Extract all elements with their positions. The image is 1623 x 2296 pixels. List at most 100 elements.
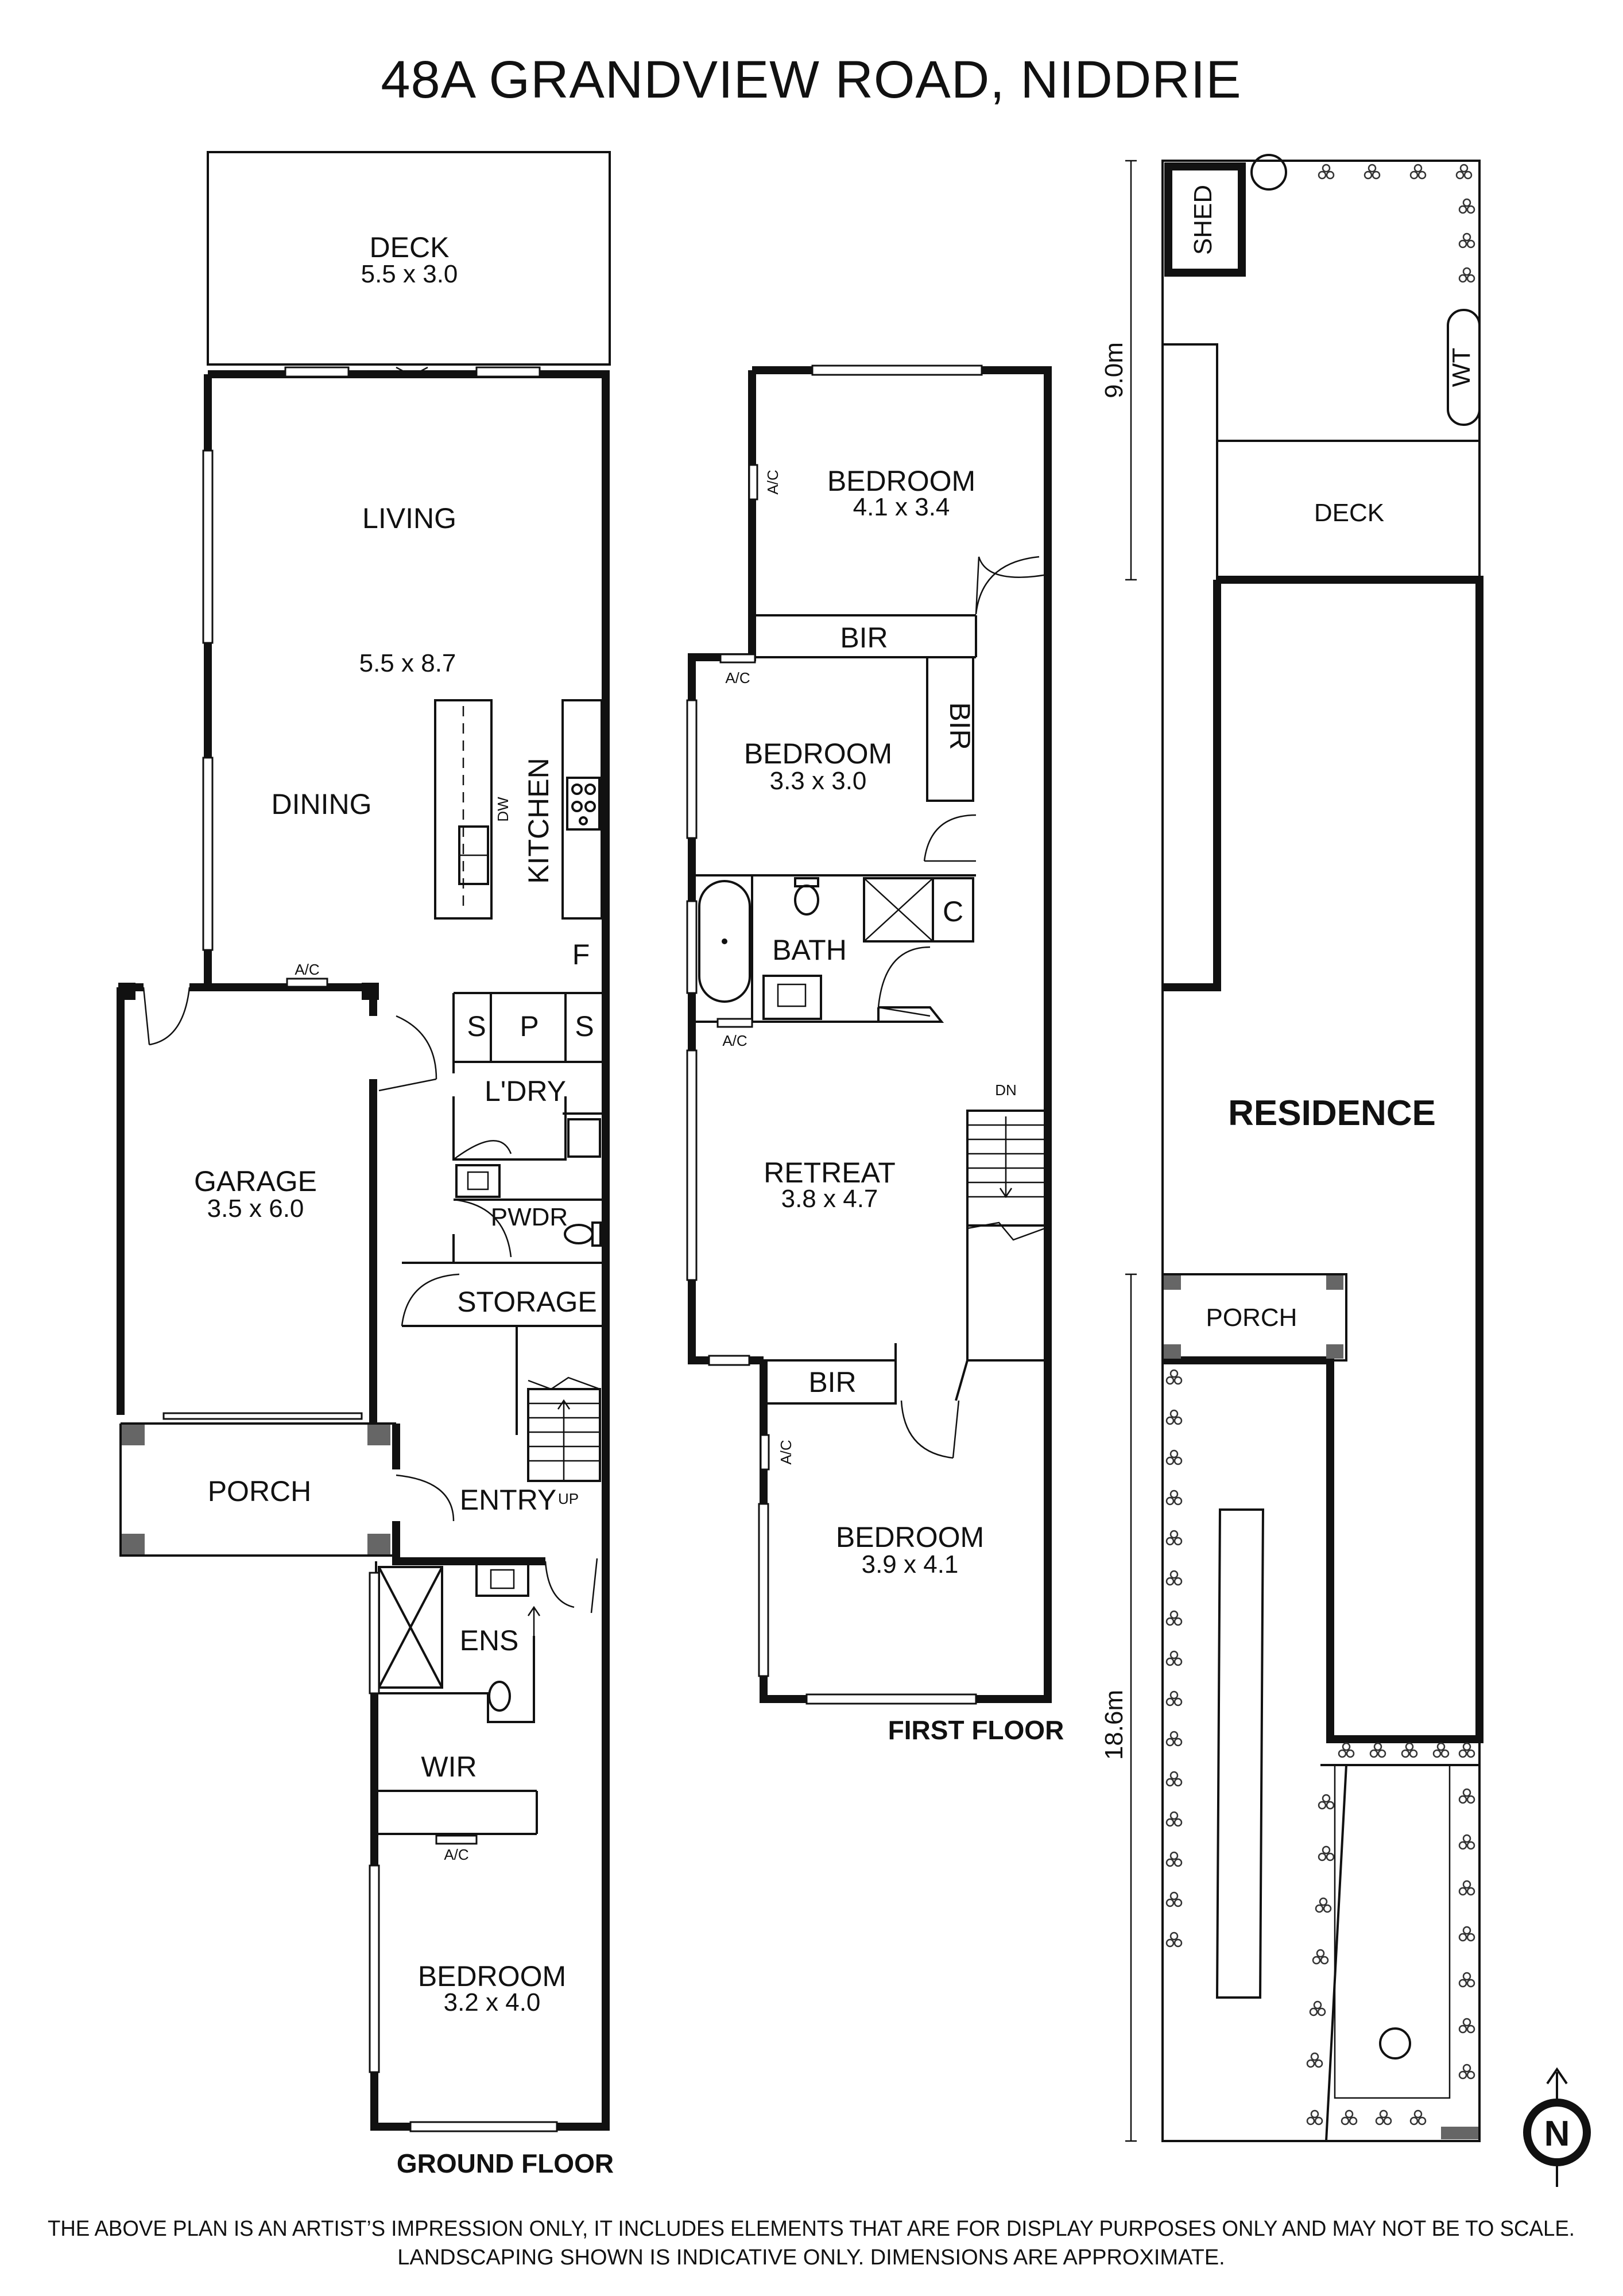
living-label: LIVING	[362, 502, 456, 534]
cooktop-burner-2	[584, 784, 596, 795]
retreat-label: RETREAT	[764, 1157, 896, 1189]
powder-door-swing	[453, 1199, 512, 1258]
retreat-window	[686, 1049, 698, 1281]
site-porch-post-1	[1164, 1275, 1181, 1290]
pantry-s-left: S	[467, 1010, 486, 1042]
entry-label: ENTRY	[460, 1484, 557, 1516]
front-door-swing	[590, 1558, 598, 1614]
powder-label: PWDR	[491, 1203, 568, 1231]
ground-floor-outer-wall	[204, 370, 610, 2131]
ground-floor-label: GROUND FLOOR	[397, 2148, 614, 2178]
lot-boundary	[1161, 160, 1481, 2142]
dim-bottom-label: 18.6m	[1100, 1690, 1128, 1760]
plan-title: 48A GRANDVIEW ROAD, NIDDRIE	[381, 51, 1241, 109]
ac-bed3-label: A/C	[777, 1440, 795, 1464]
north-arrow-icon	[1523, 2067, 1591, 2187]
bir2-box	[926, 656, 974, 802]
cooktop-burner-5	[579, 816, 588, 825]
ac-bed2	[719, 653, 756, 664]
pantry-p: P	[520, 1010, 539, 1042]
backyard-lines	[1163, 343, 1479, 580]
porch-post-4	[367, 1534, 390, 1554]
ground-bedroom-window-south	[409, 2121, 558, 2132]
bath-label: BATH	[772, 934, 847, 966]
ac-unit-living	[286, 978, 328, 988]
bir2-label: BIR	[944, 702, 976, 750]
stairs-down-label: DN	[995, 1081, 1017, 1099]
ensuite-toilet	[488, 1681, 511, 1712]
north-label: N	[1544, 2114, 1570, 2154]
storage-walls	[402, 1262, 606, 1435]
living-dims: 5.5 x 8.7	[359, 649, 456, 677]
deck-label: DECK	[370, 231, 450, 263]
ac-bath-label: A/C	[722, 1032, 747, 1049]
dishwasher-label: DW	[494, 797, 512, 822]
site-porch-post-4	[1326, 1344, 1343, 1359]
bed3-window	[758, 1503, 769, 1677]
entry-wall	[392, 1424, 545, 1565]
garage-side-door	[142, 987, 191, 1046]
deck-dims: 5.5 x 3.0	[361, 260, 458, 288]
cooktop-burner-4	[584, 801, 596, 812]
ensuite-vanity	[475, 1563, 529, 1597]
dining-label: DINING	[272, 788, 372, 820]
residence-label: RESIDENCE	[1228, 1093, 1436, 1133]
bed1-window	[811, 364, 983, 376]
ac-bed2-label: A/C	[725, 669, 750, 687]
disclaimer-line-2: LANDSCAPING SHOWN IS INDICATIVE ONLY. DI…	[397, 2245, 1225, 2270]
bath-toilet	[794, 885, 819, 916]
kitchen-bench	[561, 699, 603, 920]
bed3-dims: 3.9 x 4.1	[862, 1550, 959, 1578]
fridge-label: F	[572, 938, 590, 971]
cooktop-burner-1	[571, 784, 583, 795]
porch-post-3	[367, 1425, 390, 1445]
bed2-label: BEDROOM	[744, 738, 892, 770]
driveway-strip	[1215, 1508, 1265, 1999]
pantry-s-right: S	[575, 1010, 594, 1042]
porch-post-1	[122, 1425, 145, 1445]
dimension-line-bottom	[1125, 1273, 1137, 2142]
retreat-dims: 3.8 x 4.7	[781, 1185, 878, 1213]
laundry-door-swing	[453, 1140, 512, 1161]
ground-bedroom-window-side	[369, 1864, 380, 2073]
bath-cistern	[794, 877, 819, 887]
laundry-label: L'DRY	[485, 1075, 566, 1107]
site-porch	[1161, 1273, 1347, 1362]
kitchen-label: KITCHEN	[522, 758, 555, 883]
bath-door	[877, 946, 931, 1017]
shrubs-north	[1318, 164, 1475, 283]
powder-vanity	[455, 1164, 501, 1198]
front-corner-post	[1441, 2127, 1478, 2139]
porch-label: PORCH	[208, 1475, 312, 1507]
stairs-up	[527, 1376, 601, 1482]
stairs-up-label: UP	[558, 1490, 579, 1507]
ensuite-door	[544, 1561, 575, 1608]
powder-cistern	[591, 1221, 602, 1247]
garage-door	[162, 1412, 363, 1420]
site-deck-label: DECK	[1314, 499, 1384, 527]
disclaimer-line-1: THE ABOVE PLAN IS AN ARTIST’S IMPRESSION…	[48, 2217, 1575, 2241]
laundry-walls	[452, 1096, 604, 1201]
garage-label: GARAGE	[194, 1165, 317, 1197]
front-garden-bed	[1334, 1764, 1451, 2099]
bath-basin	[777, 983, 807, 1007]
cooktop	[566, 777, 601, 831]
ac-living-label: A/C	[295, 961, 319, 978]
stairs-down	[966, 1110, 1046, 1360]
bed3-door	[900, 1400, 960, 1459]
shed-label: SHED	[1189, 185, 1217, 255]
wir-label: WIR	[421, 1751, 477, 1783]
ac-bath	[716, 1018, 753, 1028]
powder-basin	[467, 1171, 489, 1190]
tree-north	[1250, 154, 1287, 191]
porch-post-2	[122, 1534, 145, 1554]
dimension-line-top	[1125, 160, 1137, 581]
ac-bed1-label: A/C	[764, 470, 781, 494]
bathtub	[698, 880, 751, 1003]
storage-door-swing	[401, 1273, 460, 1327]
bed3-label: BEDROOM	[836, 1521, 984, 1553]
dim-top-label: 9.0m	[1100, 342, 1128, 398]
shrubs-west-front	[1165, 1369, 1183, 1948]
ensuite-label: ENS	[460, 1624, 519, 1657]
